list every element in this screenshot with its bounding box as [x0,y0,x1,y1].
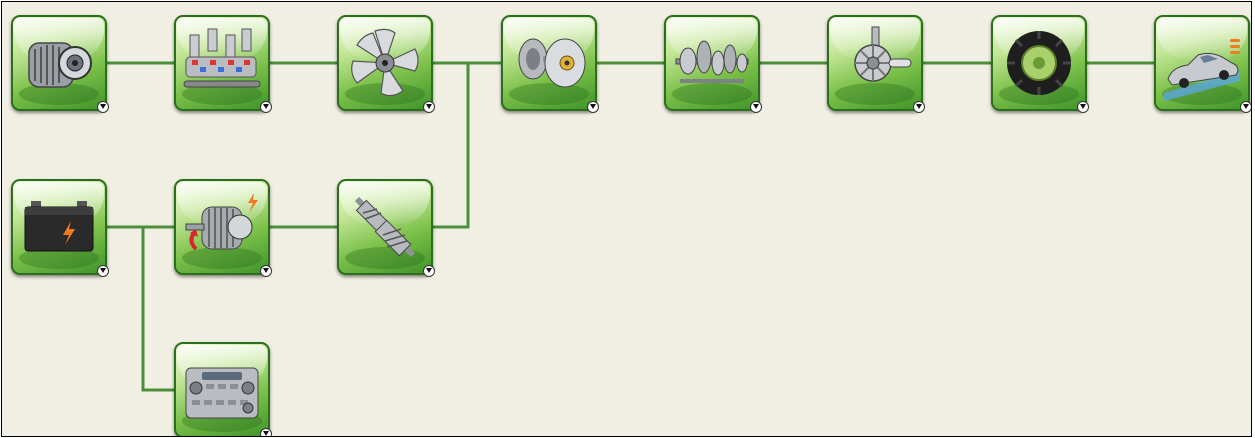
node-flywheel[interactable] [337,15,435,113]
download-icon[interactable] [913,101,925,113]
node-engine[interactable] [174,15,272,113]
node-battery[interactable] [11,179,109,277]
wheel-tire-icon [1007,31,1071,95]
torque-converter-icon [518,38,586,88]
wire-battery-radio [141,227,174,392]
node-gearbox[interactable] [664,15,762,113]
gear-shaft-icon [354,196,416,258]
download-icon[interactable] [260,265,272,277]
engine-cylinders-icon [183,28,261,88]
node-radio[interactable] [174,342,272,436]
download-icon[interactable] [423,265,435,277]
gearbox-icon [675,40,749,83]
fan-flywheel-icon [351,28,419,97]
download-icon[interactable] [97,265,109,277]
node-wheel[interactable] [991,15,1089,113]
node-differential[interactable] [827,15,925,113]
download-icon[interactable] [423,101,435,113]
download-icon[interactable] [260,101,272,113]
differential-icon [854,26,912,82]
node-torque-converter[interactable] [501,15,599,113]
download-icon[interactable] [260,428,272,436]
download-icon[interactable] [1077,101,1089,113]
node-vehicle[interactable] [1154,15,1251,113]
wire-gear-shaft-torque-converter [433,63,470,229]
download-icon[interactable] [750,101,762,113]
alternator-icon [28,42,92,88]
download-icon[interactable] [97,101,109,113]
battery-icon [24,201,94,252]
starter-motor-icon [185,193,258,251]
node-alternator[interactable] [11,15,109,113]
node-starter-motor[interactable] [174,179,272,277]
car-icon [1164,39,1240,101]
node-gear-shaft[interactable] [337,179,435,277]
download-icon[interactable] [587,101,599,113]
download-icon[interactable] [1240,101,1251,113]
car-radio-icon [185,367,259,419]
